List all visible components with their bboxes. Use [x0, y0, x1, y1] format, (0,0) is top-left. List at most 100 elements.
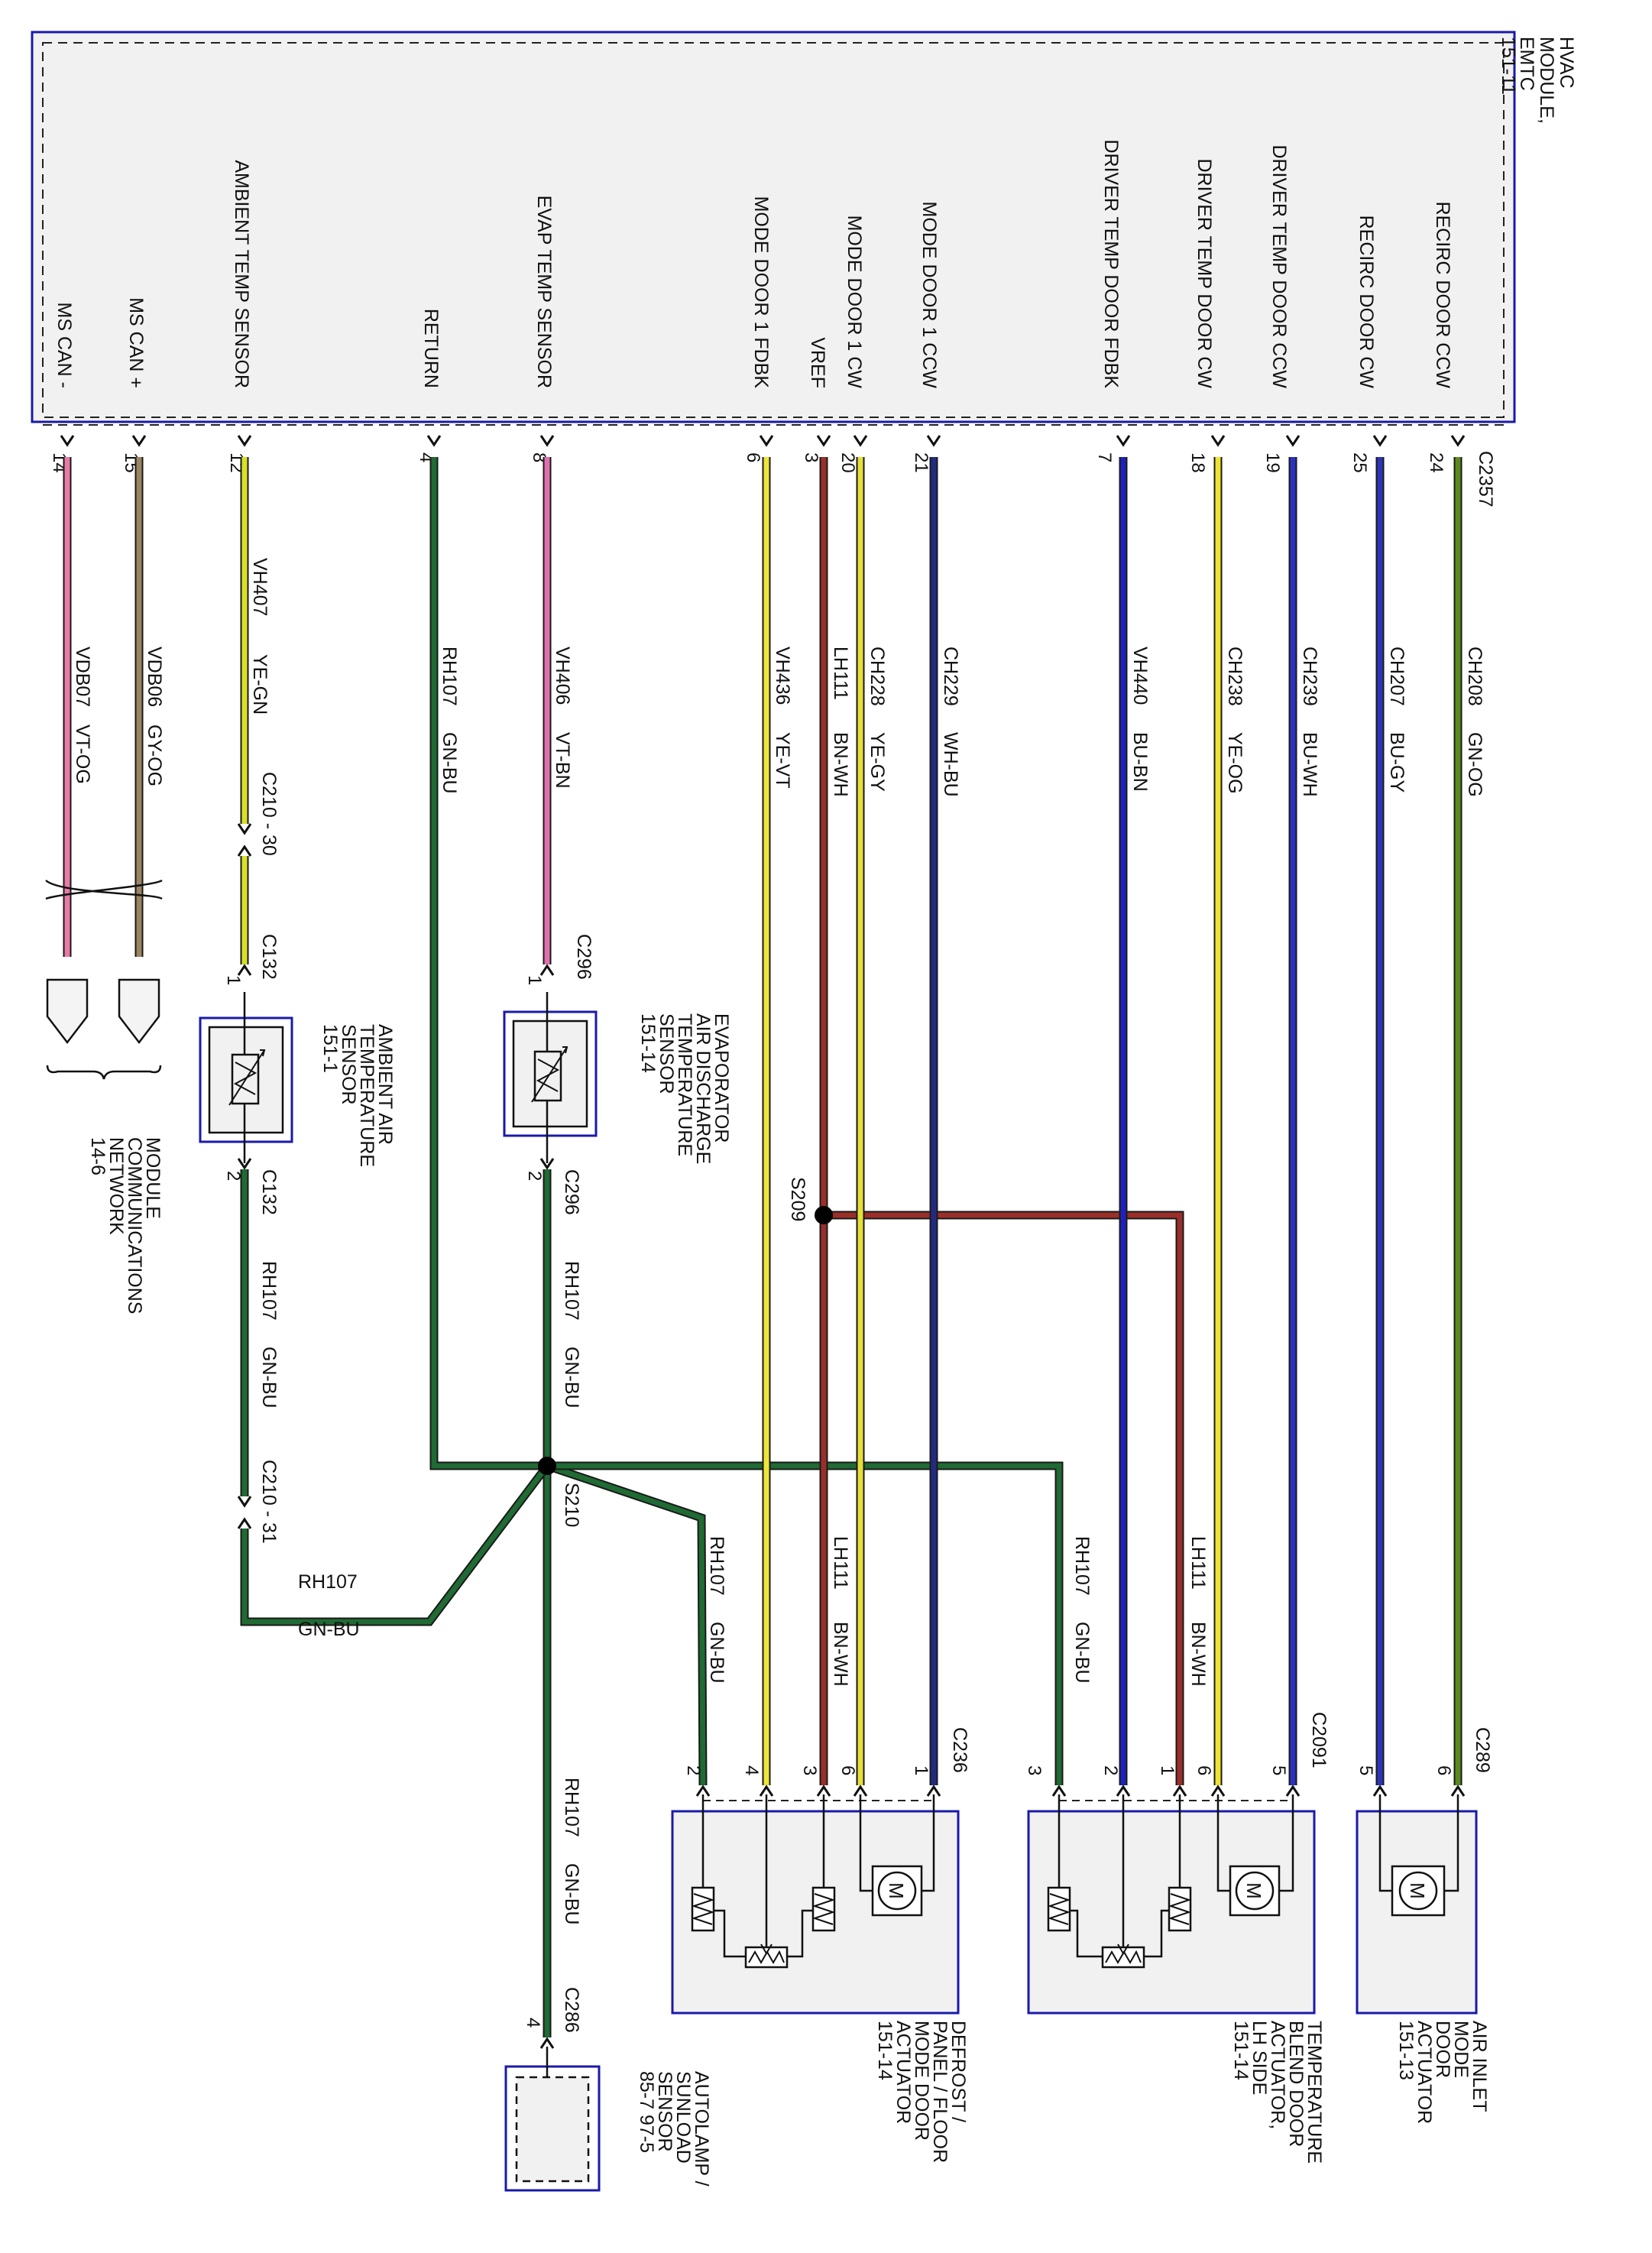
signal-label-driver-temp-door-cw: DRIVER TEMP DOOR CW [1194, 159, 1215, 389]
ambient-pin1-arrow [237, 964, 252, 977]
temp-pin-3: 3 [1024, 1765, 1045, 1775]
ambient-label-line-4: 151-1 [319, 1024, 341, 1073]
ambient-branch-color: GN-BU [298, 1619, 360, 1640]
temp-actuator-pins: 3 2 1 6 5 [1024, 1765, 1289, 1775]
evaporator-air-discharge-temperature-sensor [503, 992, 598, 1163]
wire-color-gn-bu: GN-BU [439, 732, 460, 794]
autolamp-return-circuit: RH107 [561, 1778, 582, 1837]
c132-top-label: C132 [258, 934, 280, 980]
module-connector-label: C2357 [1475, 451, 1496, 507]
signal-label-vref: VREF [807, 337, 828, 388]
module-title-line-2: MODULE, [1536, 37, 1557, 124]
mode-label-line-1: DEFROST / [947, 2021, 969, 2122]
module-pin-numbers: 14 15 12 4 8 6 3 20 21 7 18 19 25 24 [49, 452, 1446, 473]
temp-return-circuit: RH107 [1071, 1536, 1093, 1596]
network-label-line-2: COMMUNICATIONS [124, 1137, 145, 1314]
autolamp-pin-4: 4 [523, 2018, 543, 2028]
wire-rh107-amb-b-outline [240, 1463, 551, 1626]
wire-circuit-vh440: VH440 [1129, 647, 1151, 705]
wire-rh107-mode [546, 1463, 706, 1786]
temp-pin-5: 5 [1268, 1765, 1289, 1775]
c296-top-label: C296 [573, 934, 594, 980]
pin-number-24: 24 [1426, 452, 1446, 473]
wire-circuit-lh111: LH111 [830, 647, 851, 700]
pin-number-20: 20 [837, 452, 858, 473]
autolamp-sunload-sensor [504, 2047, 601, 2192]
mode-pin-3: 3 [799, 1765, 820, 1775]
ambient-sensor-label: AMBIENT AIR TEMPERATURE SENSOR 151-1 [319, 1024, 396, 1167]
wire-color-gy-og: GY-OG [144, 725, 165, 786]
network-label-line-3: NETWORK [105, 1137, 127, 1235]
temp-pin-6: 6 [1194, 1765, 1214, 1775]
temperature-blend-door-actuator: M [1027, 1794, 1316, 2015]
s210-label: S210 [561, 1483, 582, 1527]
hvac-module [31, 31, 1516, 426]
temp-label-line-4: LH SIDE [1249, 2021, 1270, 2095]
ambient-pin-2: 2 [223, 1171, 244, 1181]
wire-color-gn-og: GN-OG [1464, 732, 1485, 797]
air-actuator-label: AIR INLET MODE DOOR ACTUATOR 151-13 [1395, 2021, 1490, 2124]
wire-color-wh-bu: WH-BU [940, 732, 961, 797]
evap-return-circuit: RH107 [561, 1261, 582, 1321]
module-pin-arrows [60, 434, 1466, 446]
c210-31-label: C210 - 31 [258, 1460, 280, 1544]
mode-pin-1: 1 [911, 1765, 931, 1775]
ambient-return-color: GN-BU [258, 1347, 280, 1409]
c132-bottom-label: C132 [258, 1169, 280, 1215]
s209-label: S209 [787, 1177, 808, 1221]
c210-30-label: C210 - 30 [258, 772, 280, 856]
temp-vref-circuit: LH111 [1187, 1536, 1209, 1590]
ambient-branch-circuit: RH107 [298, 1571, 358, 1593]
evap-pin1-arrow [539, 964, 555, 977]
pin-number-25: 25 [1349, 452, 1370, 473]
evap-label-line-3: TEMPERATURE [674, 1013, 695, 1156]
temp-label-line-3: ACTUATOR, [1267, 2021, 1288, 2129]
wire-rh107-return-outline [429, 457, 547, 1470]
autolamp-return-color: GN-BU [561, 1863, 582, 1925]
mode-actuator-pins: 2 4 3 6 1 [683, 1765, 931, 1775]
wire-circuit-ch207: CH207 [1386, 647, 1407, 706]
network-label: MODULE COMMUNICATIONS NETWORK 14-6 [87, 1137, 164, 1314]
mode-label-line-5: 151-14 [874, 2021, 896, 2080]
wire-color-ye-gn: YE-GN [249, 654, 270, 715]
temp-label-line-5: 151-14 [1230, 2021, 1252, 2080]
ambient-return-circuit: RH107 [258, 1261, 280, 1321]
c210-31-connector [237, 1495, 252, 1530]
wire-layer [63, 457, 1463, 2037]
temp-pin-1: 1 [1157, 1765, 1177, 1775]
signal-label-mode-door-1-fdbk: MODE DOOR 1 FDBK [750, 196, 772, 389]
wire-color-vt-bn: VT-BN [552, 732, 573, 789]
evap-pin-1: 1 [524, 975, 545, 985]
signal-label-ms-can-plus: MS CAN + [125, 297, 147, 388]
signal-label-ambient-temp-sensor: AMBIENT TEMP SENSOR [231, 160, 252, 388]
splice-s209-dot [815, 1206, 833, 1224]
mode-label-line-4: ACTUATOR [892, 2021, 914, 2124]
air-pin-6: 6 [1433, 1765, 1454, 1775]
air-actuator-pins: 5 6 [1356, 1765, 1454, 1775]
pin-number-18: 18 [1187, 452, 1208, 473]
air-label-line-2: MODE [1450, 2021, 1472, 2078]
wire-color-vt-og: VT-OG [72, 725, 93, 784]
mode-door-actuator: M [671, 1794, 960, 2015]
can-network [45, 879, 163, 1080]
mode-return-color: GN-BU [706, 1622, 727, 1684]
mode-return-circuit: RH107 [706, 1536, 727, 1596]
c286-label: C286 [561, 1987, 582, 2033]
mode-vref-color: BN-WH [830, 1622, 851, 1687]
wire-labels: VDB07 VT-OG VDB06 GY-OG VH407 YE-GN RH10… [72, 558, 1485, 797]
pin-number-3: 3 [801, 452, 821, 462]
pin-number-6: 6 [743, 452, 763, 462]
c289-label: C289 [1472, 1727, 1493, 1773]
air-label-line-4: ACTUATOR [1414, 2021, 1435, 2124]
wire-color-ye-gy: YE-GY [866, 732, 888, 792]
air-label-line-1: AIR INLET [1469, 2021, 1490, 2112]
ambient-label-line-2: TEMPERATURE [356, 1024, 377, 1167]
mode-actuator-label: DEFROST / PANEL / FLOOR MODE DOOR ACTUAT… [874, 2021, 969, 2163]
temp-vref-color: BN-WH [1187, 1622, 1209, 1687]
wire-circuit-vdb07: VDB07 [72, 647, 93, 707]
autolamp-label: AUTOLAMP / SUNLOAD SENSOR 85-7 97-5 [636, 2071, 712, 2187]
evap-label-line-5: 151-14 [637, 1013, 659, 1073]
wire-color-bu-bn: BU-BN [1129, 732, 1151, 792]
mode-label-line-3: MODE DOOR [911, 2021, 932, 2141]
module-title-line-1: HVAC [1556, 37, 1577, 89]
